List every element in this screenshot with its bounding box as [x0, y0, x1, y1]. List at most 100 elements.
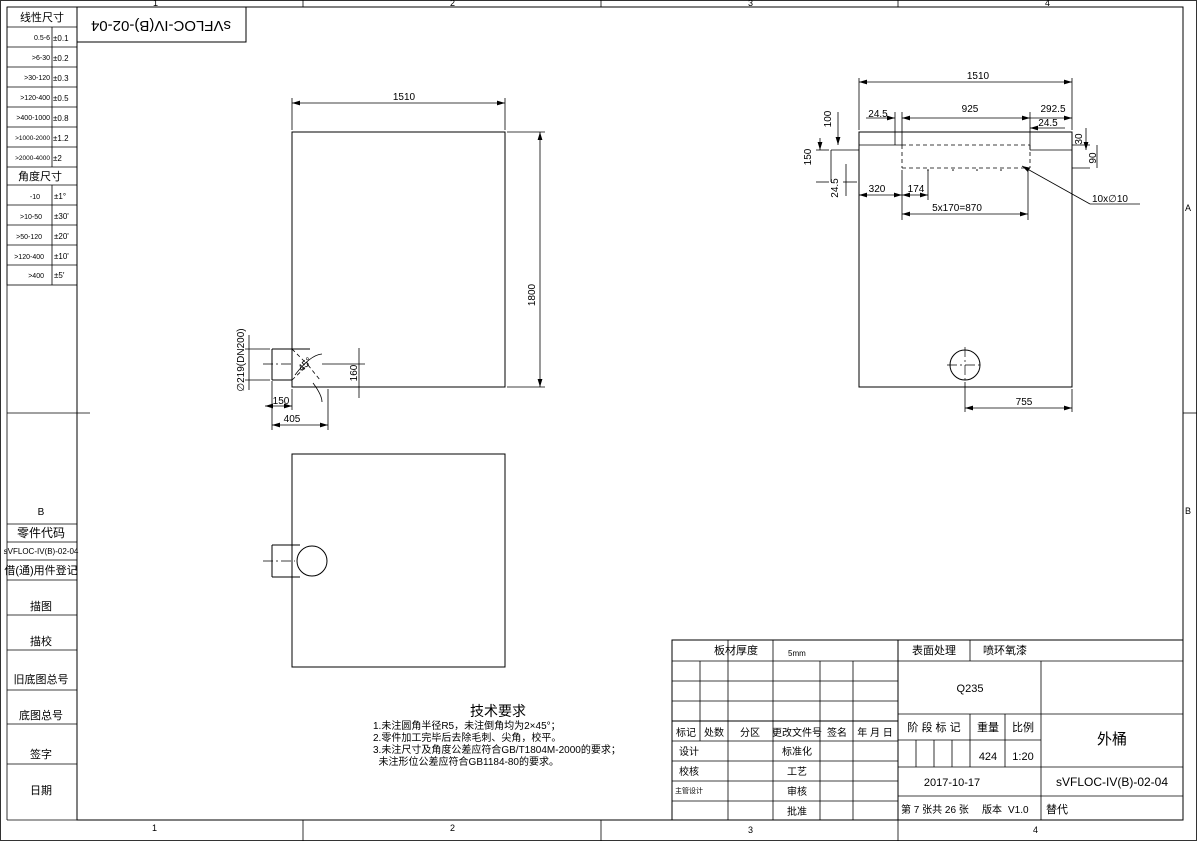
- side-plate-outline: [858, 131, 1073, 388]
- part-code: sVFLOC-IV(B)-02-04: [4, 547, 79, 556]
- zone-bottom-2: 2: [450, 823, 455, 833]
- left-strip: B 零件代码 sVFLOC-IV(B)-02-04 借(通)用件登记 描图 描校…: [4, 507, 79, 797]
- surface-label: 表面处理: [912, 643, 956, 657]
- svg-text:±0.5: ±0.5: [53, 94, 69, 103]
- svg-text:审核: 审核: [787, 785, 807, 798]
- svg-text:0.5-6: 0.5-6: [34, 35, 50, 42]
- dim-90: 90: [1088, 152, 1099, 164]
- dim-angle: 45°: [296, 356, 314, 374]
- svg-text:±0.8: ±0.8: [53, 114, 69, 123]
- dim-870: 5x170=870: [932, 203, 982, 214]
- svg-text:日期: 日期: [30, 784, 52, 797]
- svg-text:2.零件加工完毕后去除毛刺、尖角，校平。: 2.零件加工完毕后去除毛刺、尖角，校平。: [373, 731, 561, 744]
- svg-text:主管设计: 主管设计: [675, 786, 703, 795]
- tolerance-table: 线性尺寸 0.5-6 ±0.1 >6-30 ±0.2 >30-120 ±0.3 …: [6, 6, 78, 286]
- plate-thickness-label: 板材厚度: [714, 643, 758, 657]
- svg-text:±0.1: ±0.1: [53, 34, 69, 43]
- svg-text:±5′: ±5′: [54, 271, 65, 280]
- svg-text:>10-50: >10-50: [20, 214, 42, 221]
- svg-text:±1.2: ±1.2: [53, 134, 69, 143]
- svg-text:B: B: [38, 507, 45, 518]
- svg-text:签名: 签名: [827, 726, 847, 739]
- zone-bottom-1: 1: [152, 823, 157, 833]
- svg-text:±10': ±10': [54, 252, 69, 261]
- svg-text:±0.3: ±0.3: [53, 74, 69, 83]
- linear-title: 线性尺寸: [20, 10, 64, 24]
- svg-text:3.未注尺寸及角度公差应符合GB/T1804M-2000的要: 3.未注尺寸及角度公差应符合GB/T1804M-2000的要求；: [373, 743, 621, 756]
- part-name: 外桶: [1097, 731, 1127, 748]
- zone-bottom-3: 3: [748, 825, 753, 835]
- dim-925: 925: [962, 104, 979, 115]
- svg-text:±2: ±2: [53, 154, 62, 163]
- svg-text:旧底图总号: 旧底图总号: [14, 672, 69, 686]
- part-code-label: 零件代码: [17, 526, 65, 540]
- zone-top-2: 2: [450, 0, 455, 8]
- zone-top-1: 1: [153, 0, 158, 8]
- code-box: sVFLOC-IV(B)-02-04: [76, 6, 247, 43]
- dim-pipe-diameter: ∅219(DN200): [236, 328, 247, 391]
- inner-border: [76, 6, 1184, 821]
- svg-text:校核: 校核: [679, 765, 699, 778]
- scale-value: 1:20: [1012, 751, 1033, 763]
- dim-holes: 10x∅10: [1092, 194, 1128, 205]
- svg-text:处数: 处数: [704, 726, 724, 739]
- svg-text:替代: 替代: [1046, 802, 1068, 816]
- sheet-count: 第 7 张共 26 张: [901, 803, 969, 816]
- technical-requirements: 技术要求 1.未注圆角半径R5，未注倒角均为2×45°； 2.零件加工完毕后去除…: [373, 703, 621, 768]
- material: Q235: [957, 683, 984, 695]
- dim-24-5-a: 24.5: [868, 109, 888, 120]
- side-view: 1510 24.5 925 292.5 24.5 100 150 24.5 30…: [803, 71, 1140, 412]
- svg-text:>120-400: >120-400: [14, 254, 44, 261]
- dim-292-5: 292.5: [1040, 104, 1065, 115]
- front-view: 1510 1800 ∅219(DN200) 45° 160 150 405: [236, 92, 545, 430]
- svg-text:sVFLOC-IV(B)-02-04: sVFLOC-IV(B)-02-04: [91, 17, 231, 34]
- svg-text:>6-30: >6-30: [32, 55, 50, 62]
- dim-24-5-c: 24.5: [830, 178, 841, 198]
- bottom-plate-outline: [291, 453, 506, 668]
- zone-right-b: B: [1185, 506, 1191, 516]
- bottom-pipe-circle: [296, 545, 328, 577]
- svg-text:>1000-2000: >1000-2000: [15, 135, 50, 142]
- dim-150: 150: [273, 396, 290, 407]
- svg-text:描校: 描校: [30, 634, 52, 648]
- bottom-view: [263, 453, 506, 668]
- svg-text:>50-120: >50-120: [16, 234, 42, 241]
- plate-thickness-value: 5mm: [788, 649, 806, 658]
- svg-text:阶 段 标 记: 阶 段 标 记: [907, 720, 960, 734]
- svg-text:±20': ±20': [54, 232, 69, 241]
- svg-text:底图总号: 底图总号: [19, 708, 63, 722]
- svg-text:>400: >400: [28, 273, 44, 280]
- svg-text:>2000-4000: >2000-4000: [15, 155, 50, 162]
- dim-150-side: 150: [803, 148, 814, 165]
- dim-side-width: 1510: [967, 71, 990, 82]
- dim-755: 755: [1016, 397, 1033, 408]
- svg-text:比例: 比例: [1012, 720, 1034, 734]
- title-block: 板材厚度 5mm 标记 处数 分区 更改文件号 签名 年 月 日 设计 标准化 …: [671, 639, 1184, 821]
- svg-text:标记: 标记: [676, 727, 696, 739]
- svg-text:>400-1000: >400-1000: [16, 115, 50, 122]
- drawing-date: 2017-10-17: [924, 777, 980, 789]
- svg-text:重量: 重量: [977, 720, 999, 734]
- surface-value: 喷环氧漆: [983, 643, 1027, 657]
- zone-bottom-4: 4: [1033, 825, 1038, 835]
- register-label: 借(通)用件登记: [4, 563, 77, 577]
- svg-text:-10: -10: [30, 194, 40, 201]
- front-plate-outline: [291, 131, 506, 388]
- svg-text:>30-120: >30-120: [24, 75, 50, 82]
- dim-320: 320: [869, 184, 886, 195]
- drawing-number: sVFLOC-IV(B)-02-04: [1056, 775, 1168, 789]
- svg-text:±1°: ±1°: [54, 192, 66, 201]
- svg-text:未注形位公差应符合GB1184-80的要求。: 未注形位公差应符合GB1184-80的要求。: [373, 755, 559, 768]
- dim-24-5-b: 24.5: [1038, 118, 1058, 129]
- angle-title: 角度尺寸: [18, 169, 62, 183]
- svg-text:批准: 批准: [787, 805, 807, 818]
- zone-right-a: A: [1185, 203, 1191, 213]
- svg-text:±30': ±30': [54, 212, 69, 221]
- svg-text:年 月 日: 年 月 日: [857, 726, 893, 739]
- dim-100: 100: [823, 110, 834, 127]
- zone-top-3: 3: [748, 0, 753, 8]
- tech-title: 技术要求: [470, 703, 526, 719]
- svg-text:签字: 签字: [30, 747, 52, 761]
